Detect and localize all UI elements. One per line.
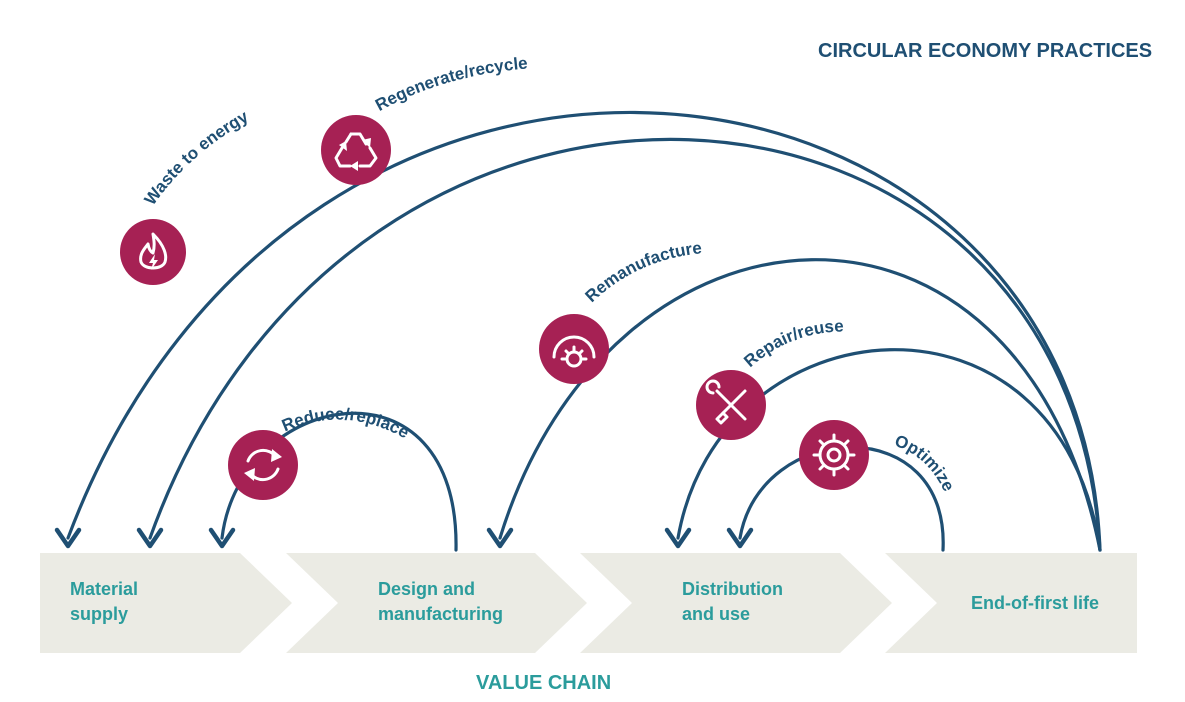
practice-label-repair-reuse: Repair/reuse [740,316,844,370]
arrowhead-design [486,527,514,549]
recycle-icon [321,115,391,185]
stage-label-line: supply [70,604,129,624]
stage-label-line: End-of-first life [971,593,1099,613]
value-chain-band [40,553,1137,653]
arrowhead-material-supply-3 [208,527,236,549]
arrowhead-material-supply-2 [136,527,164,549]
arc-waste-to-energy [66,111,1102,552]
chevron-distribution-use [580,553,892,653]
stage-label-line: and use [682,604,751,624]
arrowhead-distribution-1 [664,527,692,549]
arc-regenerate-recycle [148,137,1102,552]
practice-label-regenerate-recycle: Regenerate/recycle [372,53,528,114]
practice-label-optimize: Optimize [892,431,958,494]
practice-label-reduce-replace: Reduce/replace [279,404,412,442]
arrowheads [54,527,754,549]
stage-label-distribution-use: Distribution and use [682,577,783,627]
arc-remanufacture [498,258,1102,552]
chevron-material-supply [40,553,292,653]
value-chain-caption: VALUE CHAIN [476,672,612,694]
stage-label-line: Material [70,579,139,599]
chevron-design-manufacturing [286,553,587,653]
chevron-end-of-first-life [885,553,1137,653]
practice-label-waste-to-energy: Waste to energy [141,107,252,209]
stage-label-line: Design and [378,579,476,599]
stage-label-line: manufacturing [378,604,504,624]
stage-label-end-of-first-life: End-of-first life [971,591,1099,616]
gear-gauge-icon [539,314,609,384]
arc-repair-reuse [676,348,1102,552]
diagram-title: CIRCULAR ECONOMY PRACTICES [818,40,1153,62]
arrowhead-material-supply-1 [54,527,82,549]
refresh-icon [228,430,298,500]
stage-label-material-supply: Material supply [70,577,138,627]
flame-icon [120,219,186,285]
gear-target-icon [799,420,869,490]
arrowhead-distribution-2 [726,527,754,549]
stage-label-line: Distribution [682,579,783,599]
stage-label-design-manufacturing: Design and manufacturing [378,577,503,627]
wrench-screwdriver-icon [696,370,766,440]
